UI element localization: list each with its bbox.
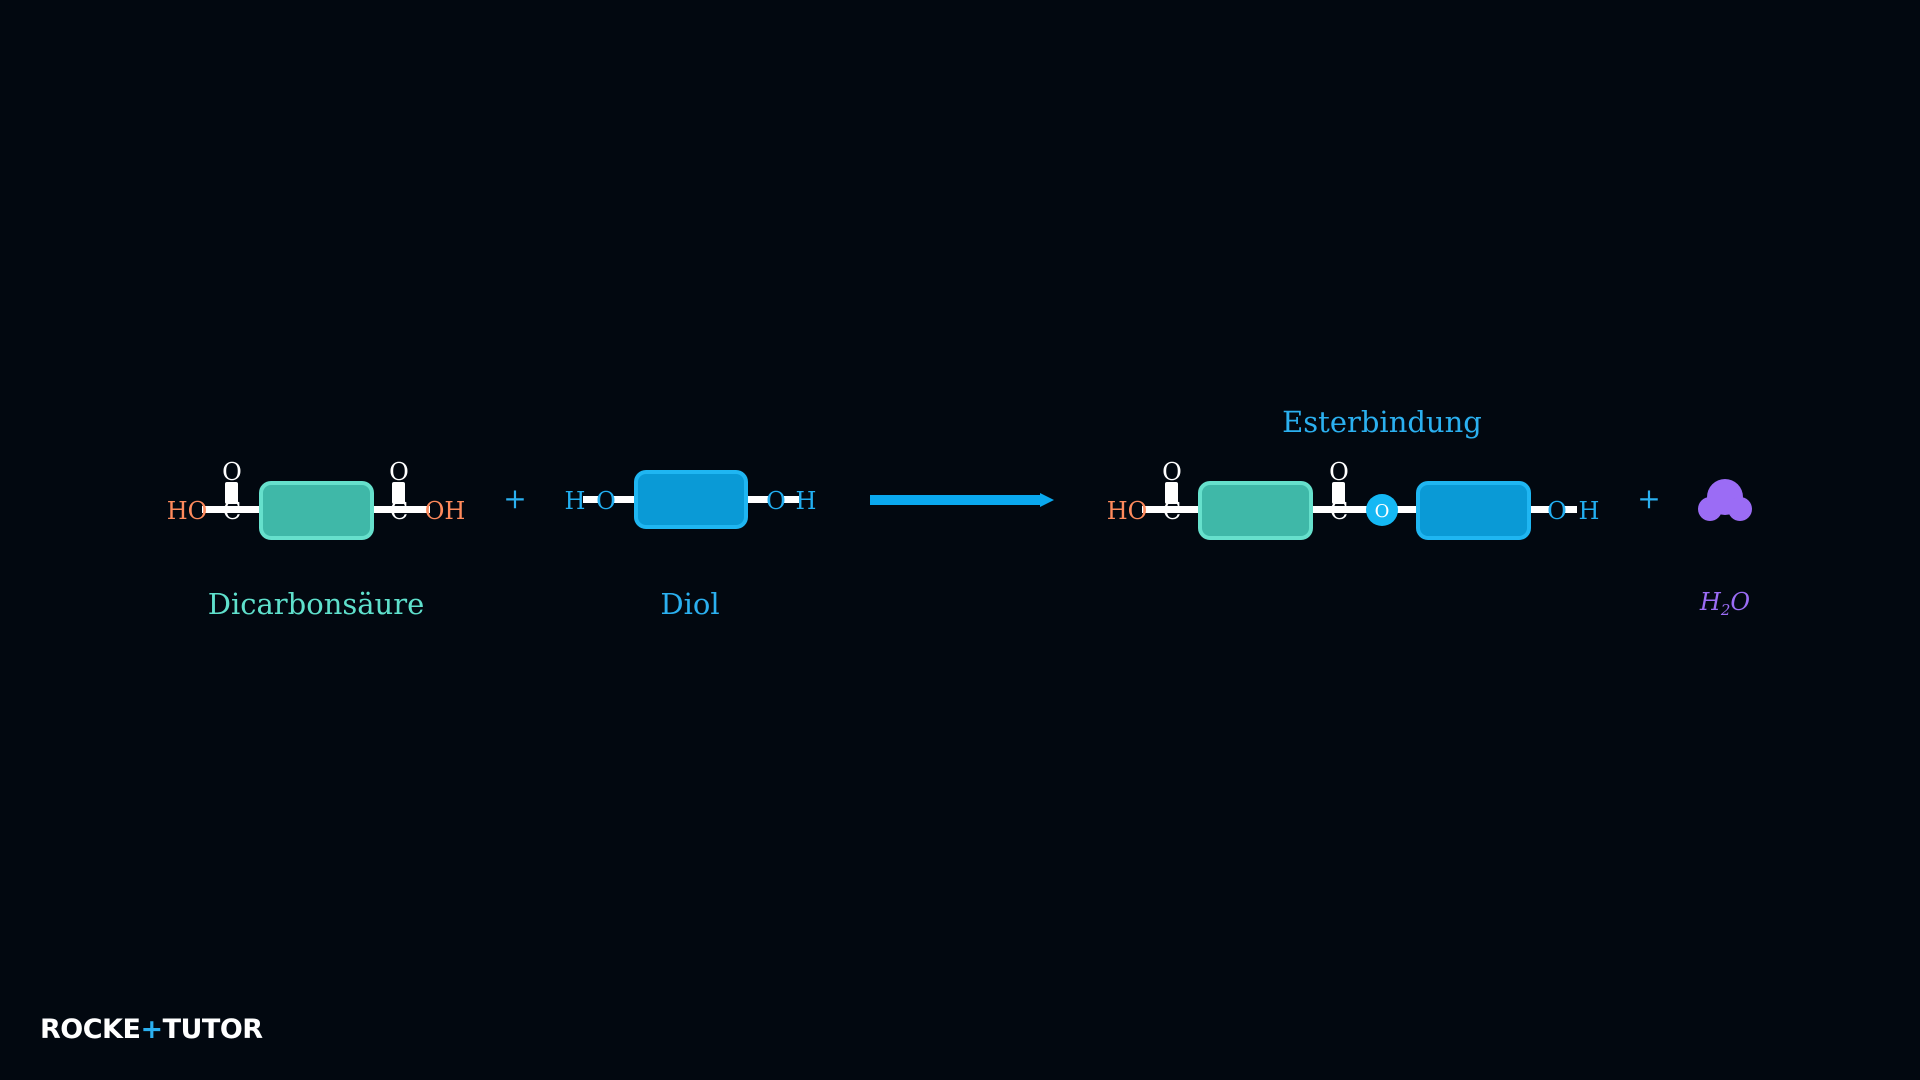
- plus-sign: +: [503, 482, 526, 515]
- diol-core-block: [634, 470, 748, 529]
- logo-text: ROCKE+TUTOR: [40, 1014, 263, 1045]
- ester-oxygen-atom: [1366, 494, 1398, 526]
- double-bond: [1165, 482, 1178, 504]
- oxygen-atom: O: [1547, 497, 1567, 525]
- hydrogen-atom: H: [1579, 497, 1600, 525]
- hydroxyl-group-left: HO: [1107, 497, 1148, 525]
- double-bond: [392, 482, 405, 504]
- water-label: H2O: [1699, 588, 1750, 619]
- reaction-arrow-icon: [870, 493, 1054, 507]
- diol: H O O H Diol: [565, 470, 817, 621]
- bond: [612, 496, 637, 503]
- ester-bond-label: Esterbindung: [1282, 405, 1482, 439]
- ester-product: Esterbindung O HO C O C O O H: [1107, 405, 1600, 540]
- hydroxyl-group-right: OH: [425, 497, 466, 525]
- oxygen-atom: O: [1162, 458, 1182, 486]
- acid-core-block: [1198, 481, 1313, 540]
- oxygen-atom: O: [389, 458, 409, 486]
- hydroxyl-group-left: HO: [167, 497, 208, 525]
- oxygen-atom: O: [222, 458, 242, 486]
- bond: [1310, 506, 1370, 513]
- acid-core-block: [259, 481, 374, 540]
- bond: [583, 496, 598, 503]
- carbon-atom: C: [223, 497, 241, 525]
- bond: [1563, 506, 1577, 513]
- bond: [202, 506, 262, 513]
- carbon-atom: C: [1330, 497, 1348, 525]
- hydrogen-atom: H: [796, 487, 817, 515]
- carbon-atom: C: [1163, 497, 1181, 525]
- double-bond: [225, 482, 238, 504]
- rockettutor-logo: ROCKE+TUTOR: [40, 1014, 264, 1045]
- hydrogen-atom: H: [565, 487, 586, 515]
- double-bond: [1332, 482, 1345, 504]
- carbon-atom: C: [390, 497, 408, 525]
- ester-oxygen-symbol: O: [1375, 501, 1390, 522]
- bond: [745, 496, 770, 503]
- bond: [1525, 506, 1550, 513]
- bond: [370, 506, 430, 513]
- oxygen-atom: O: [1329, 458, 1349, 486]
- diol-core-block: [1416, 481, 1531, 540]
- oxygen-atom: O: [766, 487, 786, 515]
- bond: [1142, 506, 1202, 513]
- plus-sign: +: [1637, 482, 1660, 515]
- diol-label: Diol: [660, 587, 719, 621]
- dicarboxylic-acid: HO C O C O OH Dicarbonsäure: [167, 458, 466, 621]
- dicarboxylic-acid-label: Dicarbonsäure: [208, 587, 425, 621]
- oxygen-atom: O: [596, 487, 616, 515]
- water-molecule-icon: [1698, 479, 1752, 521]
- bond: [784, 496, 799, 503]
- bond: [1395, 506, 1425, 513]
